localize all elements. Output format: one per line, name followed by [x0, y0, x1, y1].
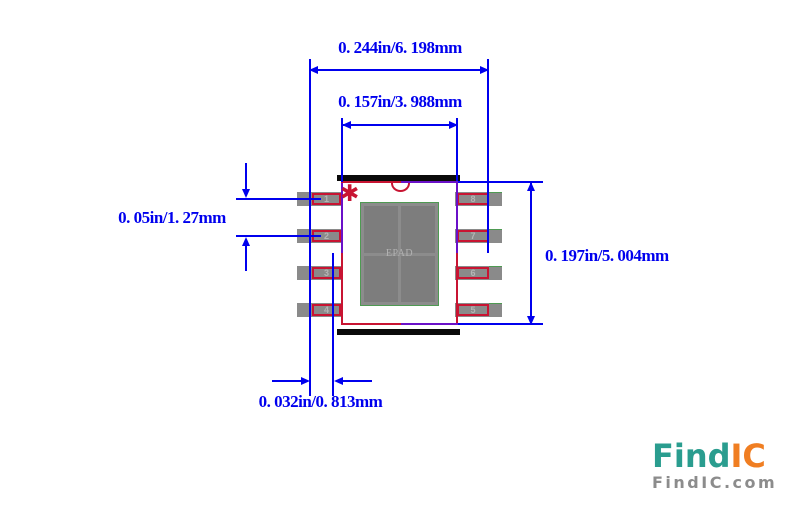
findic-logo[interactable]: FindIC FindIC.com: [652, 440, 792, 492]
pitch-arrow-stub-top: [245, 163, 247, 190]
ext-line-body-top-right: [458, 181, 543, 183]
pin-number: 1: [323, 193, 329, 204]
ext-line-body-right: [456, 118, 458, 182]
arrowhead-left-icon: [342, 121, 351, 129]
pin-land-right-5: 5: [457, 304, 489, 316]
offset-arrow-line-left: [272, 380, 301, 382]
pin-land-left-4: 4: [312, 304, 341, 316]
dim-line-pitch-top: [236, 198, 321, 200]
epad-quadrant: [364, 206, 398, 253]
pad-green-edge: [489, 303, 502, 304]
arrowhead-right-icon: [449, 121, 458, 129]
pin-number: 6: [470, 267, 476, 278]
ext-line-left-outer: [309, 59, 311, 396]
pin-pad-right-8: [455, 192, 502, 206]
ext-line-right-outer: [487, 59, 489, 253]
arrowhead-right-icon: [480, 66, 489, 74]
epad-label: EPAD: [385, 248, 414, 259]
arrowhead-left-icon: [309, 66, 318, 74]
ext-line-body-left: [341, 118, 343, 182]
pin-number: 2: [323, 230, 329, 241]
offset-arrow-line-right: [343, 380, 372, 382]
epad-quadrant: [401, 255, 435, 302]
pin-land-left-3: 3: [312, 267, 341, 279]
dim-line-body-width: [342, 124, 458, 126]
arrowhead-right-icon: [301, 377, 310, 385]
pin1-marker-asterisk-icon: ✱: [340, 181, 360, 207]
logo-find-text: Find: [652, 437, 731, 475]
pin-pad-left-4: [297, 303, 343, 317]
ext-line-pad-inner: [332, 253, 334, 396]
pin-pad-right-7: [455, 229, 502, 243]
exposed-pad: [360, 202, 439, 306]
dim-overall-width-label: 0. 244in/6. 198mm: [338, 38, 462, 57]
arrowhead-left-icon: [334, 377, 343, 385]
logo-ic-text: IC: [730, 437, 766, 475]
arrowhead-down-icon: [242, 189, 250, 198]
pin-number: 4: [323, 304, 329, 315]
package-body-outline: [341, 181, 458, 325]
arrowhead-up-icon: [242, 237, 250, 246]
epad-quadrant: [401, 206, 435, 253]
pin-pad-right-6: [455, 266, 502, 280]
pin-pad-left-3: [297, 266, 343, 280]
pin-land-right-6: 6: [457, 267, 489, 279]
dim-body-height-label: 0. 197in/5. 004mm: [545, 246, 669, 265]
package-bottom-bar: [337, 329, 460, 335]
arrowhead-up-icon: [527, 182, 535, 191]
dim-line-body-height: [530, 182, 532, 325]
pad-green-edge: [489, 229, 502, 230]
logo-domain-text: FindIC.com: [652, 473, 778, 492]
arrowhead-down-icon: [527, 316, 535, 325]
pad-green-edge: [489, 192, 502, 193]
dim-line-overall-width: [310, 69, 488, 71]
dim-body-width-label: 0. 157in/3. 988mm: [338, 92, 462, 111]
pin-number: 7: [470, 230, 476, 241]
overlap-line-bottom: [401, 323, 458, 325]
dim-pad-offset-label: 0. 032in/0. 813mm: [258, 392, 383, 411]
overlap-line-top: [401, 181, 458, 183]
overlap-line-left: [341, 183, 343, 253]
pin-pad-right-5: [455, 303, 502, 317]
dim-line-pitch-bottom: [236, 235, 321, 237]
epad-quadrant: [364, 255, 398, 302]
pitch-arrow-stub-bottom: [245, 246, 247, 271]
package-top-bar: [337, 175, 460, 181]
pin-land-right-7: 7: [457, 230, 489, 242]
pin-number: 8: [470, 193, 476, 204]
pin-number: 3: [323, 267, 329, 278]
dim-pin-pitch-label: 0. 05in/1. 27mm: [118, 208, 226, 227]
pin-land-right-8: 8: [457, 193, 489, 205]
findic-logo-wordmark: FindIC: [652, 440, 792, 472]
overlap-line-right: [456, 183, 458, 253]
pad-green-edge: [489, 266, 502, 267]
pin-number: 5: [470, 304, 476, 315]
ext-line-body-bottom-right: [458, 323, 543, 325]
